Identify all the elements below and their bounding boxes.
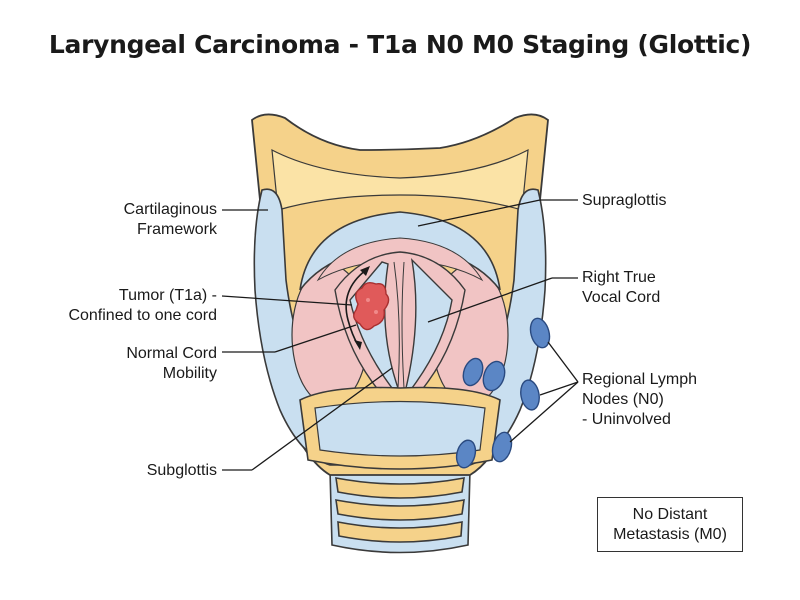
- label-regional-lymph-nodes: Regional Lymph Nodes (N0) - Uninvolved: [582, 371, 698, 428]
- label-subglottis: Subglottis: [146, 462, 217, 479]
- label-supraglottis: Supraglottis: [582, 192, 667, 209]
- lymph-nodes: [455, 317, 551, 469]
- trachea: [329, 469, 471, 554]
- diagram-title: Laryngeal Carcinoma - T1a N0 M0 Staging …: [48, 30, 752, 59]
- label-normal-cord-mobility: Normal Cord Mobility: [126, 345, 217, 382]
- label-right-true-vocal-cord: Right True Vocal Cord: [582, 269, 661, 306]
- label-tumor: Tumor (T1a) - Confined to one cord: [68, 287, 217, 324]
- label-cartilaginous-framework: Cartilaginous Framework: [123, 201, 217, 238]
- leader-lines: [221, 199, 579, 471]
- tumor: [353, 281, 390, 331]
- metastasis-box: No Distant Metastasis (M0): [597, 497, 743, 552]
